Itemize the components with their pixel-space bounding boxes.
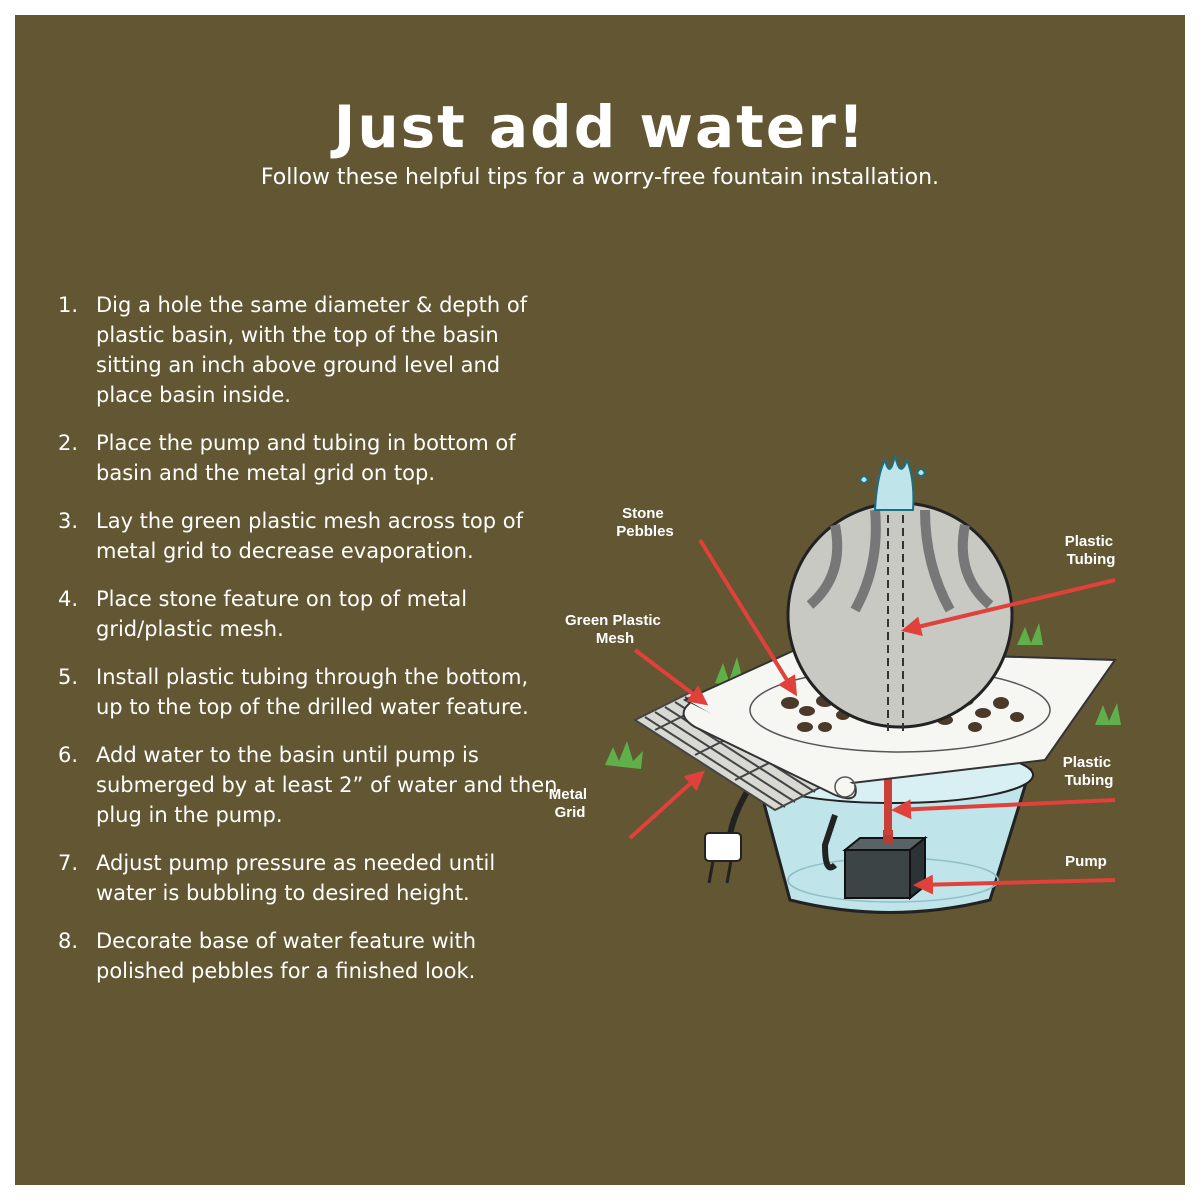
instruction-step: 8. Decorate base of water feature with po…	[58, 926, 558, 986]
page-title: Just add water!	[333, 93, 867, 161]
instruction-step: 7. Adjust pump pressure as needed until w…	[58, 848, 558, 908]
step-text: Adjust pump pressure as needed until wat…	[96, 851, 496, 905]
grid-arrow	[628, 770, 705, 840]
instruction-list: 1. Dig a hole the same diameter & depth o…	[58, 290, 558, 1004]
tubing-bottom-arrow	[891, 798, 1116, 820]
instruction-step: 2. Place the pump and tubing in bottom of…	[58, 428, 558, 488]
step-number: 1.	[58, 293, 79, 317]
label-plastic-tubing-top: Plastic Tubing	[1065, 533, 1118, 568]
step-number: 4.	[58, 587, 79, 611]
label-metal-grid: Metal Grid	[549, 786, 592, 821]
step-text: Place the pump and tubing in bottom of b…	[96, 431, 516, 485]
step-text: Add water to the basin until pump is sub…	[96, 743, 558, 827]
label-plastic-tubing-bottom: Plastic Tubing	[1063, 754, 1116, 789]
grass-icon	[1017, 623, 1043, 645]
power-plug-icon	[704, 763, 768, 884]
step-number: 2.	[58, 431, 79, 455]
label-stone-pebbles: Stone Pebbles	[616, 505, 674, 540]
instruction-step: 4. Place stone feature on top of metal gr…	[58, 584, 558, 644]
instruction-step: 5. Install plastic tubing through the bot…	[58, 662, 558, 722]
mesh-arrow	[633, 648, 709, 706]
step-text: Install plastic tubing through the botto…	[96, 665, 529, 719]
pump-arrow	[913, 874, 1116, 895]
step-number: 3.	[58, 509, 79, 533]
instruction-step: 6. Add water to the basin until pump is s…	[58, 740, 558, 830]
background-panel: Just add water! Follow these helpful tip…	[15, 15, 1185, 1185]
step-text: Lay the green plastic mesh across top of…	[96, 509, 524, 563]
label-green-plastic-mesh: Green Plastic Mesh	[565, 612, 665, 647]
water-splash-icon	[858, 454, 927, 511]
label-pump: Pump	[1065, 853, 1107, 870]
step-text: Dig a hole the same diameter & depth of …	[96, 293, 528, 407]
instruction-step: 1. Dig a hole the same diameter & depth o…	[58, 290, 558, 410]
step-number: 7.	[58, 851, 79, 875]
grass-icon	[1095, 703, 1121, 725]
grass-icon	[605, 741, 643, 769]
step-text: Place stone feature on top of metal grid…	[96, 587, 468, 641]
step-text: Decorate base of water feature with poli…	[96, 929, 477, 983]
step-number: 5.	[58, 665, 79, 689]
fountain-installation-diagram: Stone Pebbles Green Plastic Mesh Metal G…	[549, 454, 1121, 914]
instruction-step: 3. Lay the green plastic mesh across top …	[58, 506, 558, 566]
page-subtitle: Follow these helpful tips for a worry-fr…	[260, 165, 940, 190]
step-number: 6.	[58, 743, 79, 767]
tubing-top-arrow	[901, 578, 1116, 637]
pebbles-arrow	[698, 538, 798, 697]
step-number: 8.	[58, 929, 79, 953]
